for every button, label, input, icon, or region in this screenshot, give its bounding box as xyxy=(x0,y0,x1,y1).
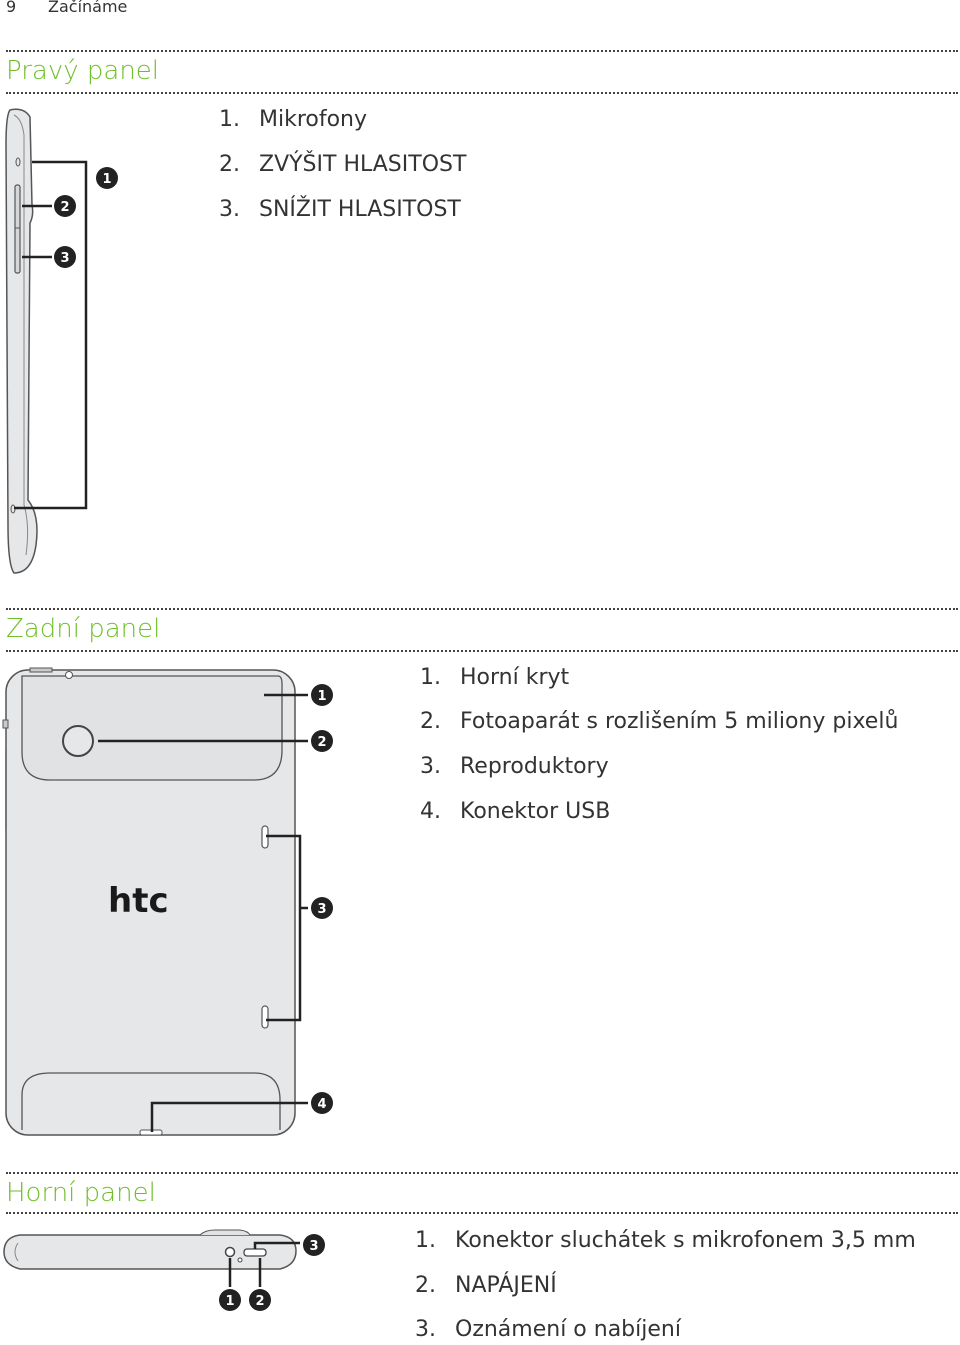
svg-text:2: 2 xyxy=(317,735,326,750)
list-item: 3.SNÍŽIT HLASITOST xyxy=(219,197,461,222)
list-item: 1.Horní kryt xyxy=(420,665,570,690)
svg-text:1: 1 xyxy=(225,1294,234,1309)
section-title-top: Horní panel xyxy=(6,1178,156,1208)
callout-badge: 2 xyxy=(311,730,333,752)
htc-logo: htc xyxy=(108,881,169,921)
list-item: 3.Oznámení o nabíjení xyxy=(415,1317,681,1342)
svg-text:2: 2 xyxy=(255,1294,264,1309)
chapter-title: Začínáme xyxy=(48,0,128,16)
callout-badge: 1 xyxy=(219,1289,241,1311)
back-panel-illustration: htc 1 2 3 4 xyxy=(2,667,333,1136)
list-item: 2.NAPÁJENÍ xyxy=(415,1273,557,1298)
svg-text:3: 3 xyxy=(60,251,69,266)
list-item: 4.Konektor USB xyxy=(420,799,611,824)
list-item: 1.Mikrofony xyxy=(219,107,368,132)
callout-badge: 1 xyxy=(311,684,333,706)
svg-text:4: 4 xyxy=(317,1097,326,1112)
callout-badge: 3 xyxy=(54,246,76,268)
section-divider xyxy=(6,1212,958,1214)
callout-badge: 3 xyxy=(311,897,333,919)
page-header: 9 Začínáme xyxy=(6,0,127,16)
list-item: 1.Konektor sluchátek s mikrofonem 3,5 mm xyxy=(415,1228,916,1253)
section-divider xyxy=(6,50,958,52)
section-divider xyxy=(6,92,958,94)
svg-text:2: 2 xyxy=(60,200,69,215)
list-item: 2.ZVÝŠIT HLASITOST xyxy=(219,152,467,177)
callout-badge: 2 xyxy=(54,195,76,217)
list-item: 3.Reproduktory xyxy=(420,754,609,779)
page-number: 9 xyxy=(6,0,17,16)
top-panel-illustration: 1 2 3 xyxy=(3,1229,325,1311)
section-title-back: Zadní panel xyxy=(6,614,161,644)
svg-text:1: 1 xyxy=(102,172,111,187)
list-item: 2.Fotoaparát s rozlišením 5 miliony pixe… xyxy=(420,709,899,734)
svg-text:3: 3 xyxy=(317,902,326,917)
section-divider xyxy=(6,608,958,610)
callout-badge: 1 xyxy=(96,167,118,189)
section-divider xyxy=(6,650,958,652)
callout-badge: 2 xyxy=(249,1289,271,1311)
callout-badge: 4 xyxy=(311,1092,333,1114)
svg-text:3: 3 xyxy=(309,1239,318,1254)
callout-badge: 3 xyxy=(303,1234,325,1256)
section-title-right: Pravý panel xyxy=(6,56,160,86)
section-divider xyxy=(6,1172,958,1174)
right-panel-illustration: 1 2 3 xyxy=(5,108,118,574)
svg-text:1: 1 xyxy=(317,689,326,704)
